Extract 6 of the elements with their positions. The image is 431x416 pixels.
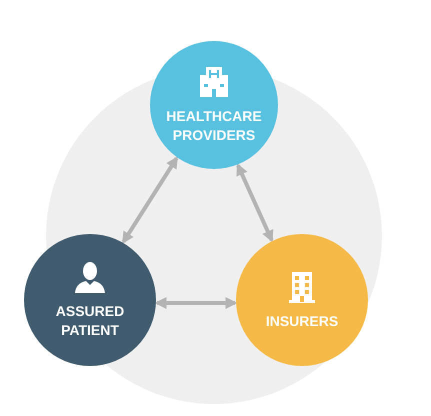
double-arrow [236, 163, 274, 242]
node-label: INSURERS [266, 312, 338, 330]
node-label: HEALTHCARE PROVIDERS [165, 107, 263, 145]
double-arrow [154, 297, 238, 309]
node-label: ASSURED PATIENT [54, 302, 126, 340]
double-arrow [122, 156, 178, 244]
